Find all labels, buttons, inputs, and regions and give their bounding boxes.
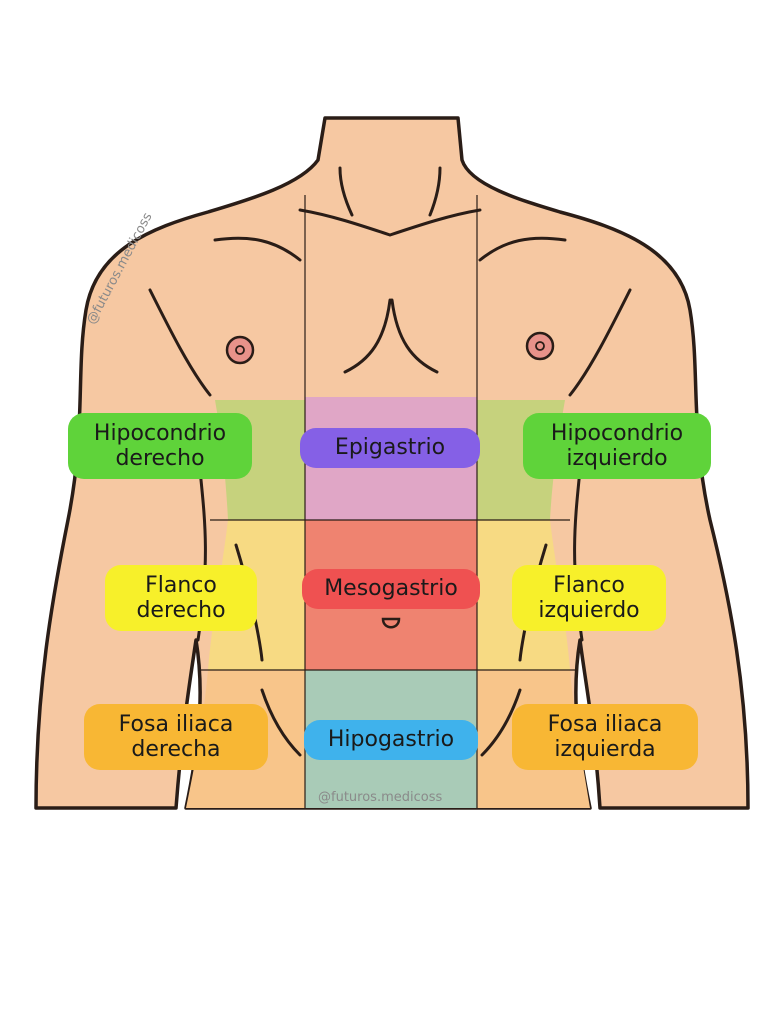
nipples — [225, 331, 555, 365]
navel — [381, 617, 401, 629]
label-mesogastrio: Mesogastrio — [302, 569, 480, 609]
label-hipogastrio: Hipogastrio — [304, 720, 478, 760]
anatomy-details — [148, 166, 632, 757]
label-epigastrio: Epigastrio — [300, 428, 480, 468]
watermark-bottom: @futuros.medicoss — [318, 790, 443, 805]
region-grid-lines — [200, 195, 578, 808]
